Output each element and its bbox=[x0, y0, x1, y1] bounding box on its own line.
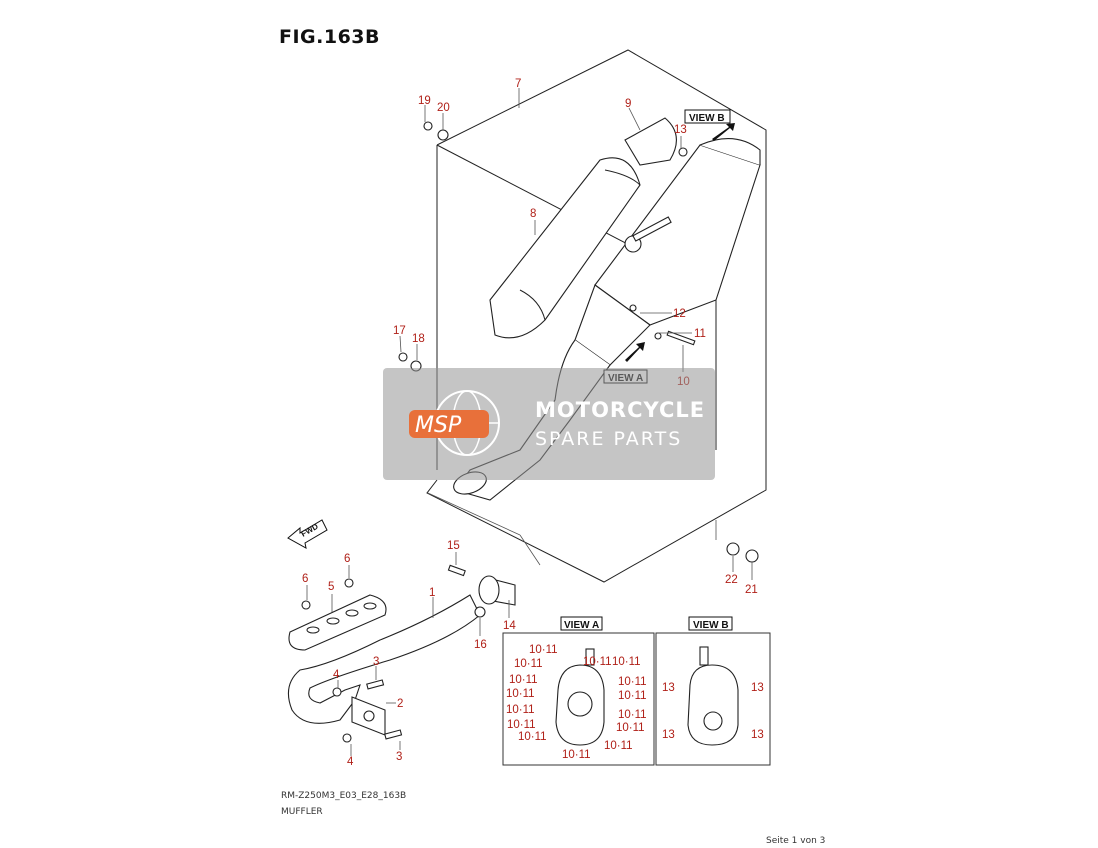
svg-text:VIEW B: VIEW B bbox=[693, 620, 729, 631]
svg-text:13: 13 bbox=[751, 682, 764, 694]
part-number-20: 20 bbox=[437, 102, 450, 114]
svg-text:10·11: 10·11 bbox=[618, 676, 647, 688]
part-number-3b: 3 bbox=[396, 751, 402, 763]
svg-text:13: 13 bbox=[751, 729, 764, 741]
figure-title: FIG.163B bbox=[279, 26, 381, 48]
part-numbers: 19 20 7 9 13 8 17 18 12 11 10 22 21 15 1… bbox=[302, 78, 758, 768]
svg-text:10·11: 10·11 bbox=[616, 722, 645, 734]
part-number-19: 19 bbox=[418, 95, 431, 107]
part-number-3a: 3 bbox=[373, 656, 379, 668]
part-number-9: 9 bbox=[625, 98, 631, 110]
part-number-18: 18 bbox=[412, 333, 425, 345]
exhaust-pipe bbox=[287, 575, 516, 724]
fwd-arrow: FWD bbox=[287, 519, 328, 549]
svg-text:MSP: MSP bbox=[415, 413, 462, 438]
part-number-6a: 6 bbox=[344, 553, 350, 565]
part-number-7: 7 bbox=[515, 78, 521, 90]
svg-text:10·11: 10·11 bbox=[562, 749, 591, 761]
end-cap bbox=[624, 117, 677, 166]
part-number-11: 11 bbox=[694, 328, 706, 340]
part-number-8: 8 bbox=[530, 208, 536, 220]
part-number-5: 5 bbox=[328, 581, 334, 593]
figure-code: RM-Z250M3_E03_E28_163B bbox=[281, 791, 407, 801]
part-number-22: 22 bbox=[725, 574, 738, 586]
svg-text:VIEW B: VIEW B bbox=[689, 113, 725, 124]
part-number-4a: 4 bbox=[333, 669, 340, 681]
svg-text:10·11: 10·11 bbox=[506, 688, 535, 700]
svg-text:10·11: 10·11 bbox=[529, 644, 558, 656]
svg-text:10·11: 10·11 bbox=[618, 690, 647, 702]
figure-name: MUFFLER bbox=[281, 807, 323, 817]
part-number-4b: 4 bbox=[347, 756, 354, 768]
part-number-1: 1 bbox=[429, 587, 435, 599]
part-number-12: 12 bbox=[673, 308, 686, 320]
part-number-21: 21 bbox=[745, 584, 758, 596]
part-number-15: 15 bbox=[447, 540, 460, 552]
msp-logo: MSP bbox=[409, 390, 500, 456]
svg-text:10·11: 10·11 bbox=[612, 656, 641, 668]
view-b-label-main: VIEW B bbox=[684, 109, 731, 124]
svg-text:10·11: 10·11 bbox=[507, 719, 536, 731]
leader-lines bbox=[306, 88, 753, 756]
flange bbox=[351, 696, 386, 736]
page-indicator: Seite 1 von 3 bbox=[766, 836, 826, 846]
part-number-16: 16 bbox=[474, 639, 487, 651]
svg-text:10·11: 10·11 bbox=[583, 656, 612, 668]
pipe-protector bbox=[288, 594, 387, 651]
svg-text:10·11: 10·11 bbox=[604, 740, 633, 752]
part-number-13: 13 bbox=[674, 124, 687, 136]
view-a-detail: VIEW A 10·11 10·11 10·11 10·11 10·11 10·… bbox=[502, 616, 655, 766]
part-number-14: 14 bbox=[503, 620, 516, 632]
watermark-line2: SPARE PARTS bbox=[535, 428, 683, 450]
watermark: MSP MOTORCYCLE SPARE PARTS bbox=[383, 368, 715, 480]
svg-text:10·11: 10·11 bbox=[506, 704, 535, 716]
svg-text:VIEW A: VIEW A bbox=[564, 620, 599, 631]
svg-text:13: 13 bbox=[662, 682, 675, 694]
part-number-6b: 6 bbox=[302, 573, 308, 585]
svg-text:10·11: 10·11 bbox=[509, 674, 538, 686]
heat-shield bbox=[489, 157, 641, 339]
svg-text:13: 13 bbox=[662, 729, 675, 741]
view-b-detail: VIEW B 13 13 13 13 bbox=[655, 616, 771, 766]
part-number-17: 17 bbox=[393, 325, 406, 337]
svg-text:10·11: 10·11 bbox=[618, 709, 647, 721]
fasteners bbox=[301, 121, 759, 743]
watermark-line1: MOTORCYCLE bbox=[535, 398, 706, 422]
svg-text:10·11: 10·11 bbox=[514, 658, 543, 670]
part-number-2: 2 bbox=[397, 698, 403, 710]
svg-text:10·11: 10·11 bbox=[518, 731, 547, 743]
view-arrows bbox=[625, 123, 735, 362]
